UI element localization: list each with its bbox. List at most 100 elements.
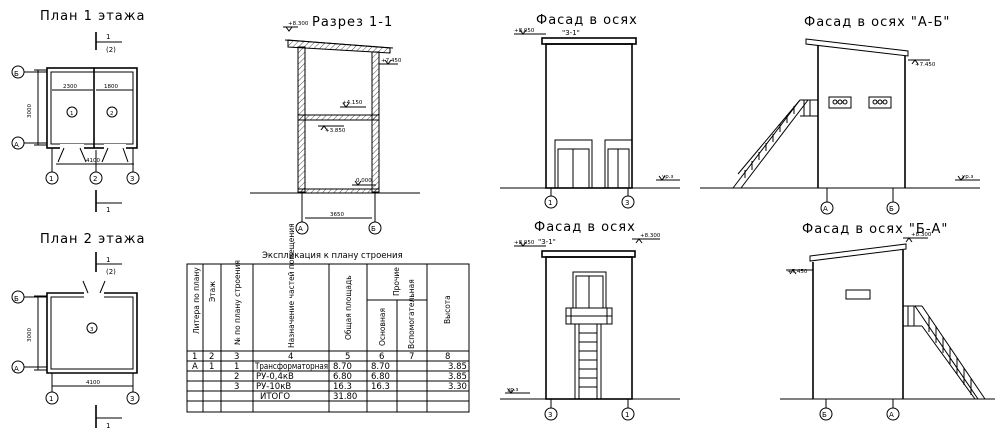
table-header-prochie: Прочие (392, 267, 401, 296)
facade1-axis-1: 1 (548, 199, 552, 207)
plan2-axis-b: Б (14, 295, 19, 303)
facade3-axis-1: 1 (625, 411, 629, 419)
section-level-floor2: +4.150 (342, 100, 363, 106)
section-1-1: Разрез 1-1 +8.300 +7.450 +4.150 +3.850 0… (250, 15, 420, 235)
table-header-nomer: № по плану строения (233, 260, 242, 345)
table-header-etazh: Этаж (208, 281, 217, 302)
table-header-obshaya: Общая площадь (344, 275, 353, 340)
table-header-osnovnaya: Основная (378, 308, 387, 346)
facade3-level-ground: ур.з (507, 387, 518, 393)
plan2-axis-1: 1 (49, 395, 53, 403)
table-r2-c4: РУ-0,4кВ (256, 372, 294, 382)
facade1-subtitle: "3-1" (562, 29, 580, 37)
facade4-axis-a: А (889, 411, 894, 419)
section-title: Разрез 1-1 (312, 15, 393, 30)
plan-floor2: План 2 этажа 1 (2) 3 3000 4100 Б А 1 3 1 (11, 232, 145, 430)
table-colnum-3: 3 (234, 352, 239, 362)
plan1-room1-label: 1 (70, 111, 74, 117)
facade4-title: Фасад в осях "Б-А" (802, 222, 948, 237)
table-r2-c6: 6.80 (371, 372, 390, 382)
plan1-axis-3: 3 (130, 175, 134, 183)
plan-floor1: План 1 этажа 1 (2) 2300 1800 1 2 3000 (11, 9, 145, 214)
facade3-axis-3: 3 (548, 411, 552, 419)
table-r1-c4: Трансформаторная (254, 362, 328, 372)
plan1-dim-room1: 2300 (63, 84, 77, 90)
plan1-dim-room2: 1800 (104, 84, 118, 90)
table-header-naznach: Назначение частей помещения (287, 223, 296, 348)
section-level-ground: 0.000 (356, 178, 372, 184)
facade-3-1-bottom: Фасад в осях "3-1" +8.050 +8.300 ур.з (500, 220, 680, 421)
table-colnum-8: 8 (445, 352, 450, 362)
facade1-title: Фасад в осях (536, 13, 638, 28)
table-colnum-1: 1 (192, 352, 197, 362)
table-r1-c6: 8.70 (371, 362, 390, 372)
plan1-axis-1: 1 (49, 175, 53, 183)
facade-3-1-top: Фасад в осях "3-1" +8.050 ур.з 1 3 (500, 13, 680, 209)
section-level-beam: +3.850 (325, 128, 346, 134)
plan2-cut-number-bottom: 1 (106, 422, 110, 430)
section-level-eave: +7.450 (381, 58, 402, 64)
plan2-dim-total: 4100 (86, 380, 100, 386)
table-header-vspom: Вспомогательная (407, 279, 416, 349)
plan1-cut-sheet-top: (2) (106, 46, 116, 54)
plan2-dim-left: 3000 (27, 328, 33, 342)
facade3-level-right: +8.300 (640, 233, 661, 239)
table-r1-c5: 8.70 (333, 362, 352, 372)
facade2-axis-a: А (823, 205, 828, 213)
section-axis-a: А (298, 225, 303, 233)
table-colnum-4: 4 (288, 352, 293, 362)
section-dim-width: 3650 (330, 212, 344, 218)
plan2-cut-number-top: 1 (106, 256, 110, 264)
facade-b-a-bottom: Фасад в осях "Б-А" +7.450 +8.300 Б А (780, 222, 995, 421)
table-r3-c4: РУ-10кВ (256, 382, 291, 392)
table-r4-c5: 31.80 (333, 392, 357, 402)
plan2-title: План 2 этажа (40, 232, 145, 247)
facade1-level-ground: ур.з (662, 174, 673, 180)
facade2-level-ground: ур.з (962, 174, 973, 180)
table-colnum-6: 6 (379, 352, 384, 362)
table-colnum-7: 7 (409, 352, 414, 362)
plan1-title: План 1 этажа (40, 9, 145, 24)
table-r2-c5: 6.80 (333, 372, 352, 382)
facade4-level-right: +8.300 (911, 232, 932, 238)
section-level-top: +8.300 (288, 21, 309, 27)
facade2-title: Фасад в осях "А-Б" (804, 15, 950, 30)
facade3-level-left: +8.050 (514, 240, 535, 246)
table-r3-c3: 3 (234, 382, 239, 392)
section-axis-b: Б (371, 225, 376, 233)
table-r3-c5: 16.3 (333, 382, 352, 392)
plan1-axis-a: А (14, 141, 19, 149)
facade2-axis-b: Б (889, 205, 894, 213)
table-r3-c8: 3.30 (448, 382, 467, 392)
table-colnum-2: 2 (209, 352, 214, 362)
table-r1-c2: 1 (209, 362, 214, 372)
plan1-axis-2: 2 (93, 175, 97, 183)
facade-a-b-top: Фасад в осях "А-Б" +7.450 ур.з А (700, 15, 980, 215)
table-r1-c8: 3.85 (448, 362, 467, 372)
facade3-subtitle: "3-1" (538, 238, 556, 246)
facade4-level-left: +7.450 (787, 269, 808, 275)
plan1-cut-number-top: 1 (106, 33, 110, 41)
plan2-axis-a: А (14, 365, 19, 373)
table-r2-c3: 2 (234, 372, 239, 382)
plan1-axis-b: Б (14, 70, 19, 78)
table-header-vysota: Высота (443, 295, 452, 324)
table-r1-c3: 1 (234, 362, 239, 372)
table-r4-c4: ИТОГО (260, 392, 290, 402)
table-header-litera: Литера по плану (192, 267, 201, 334)
table-r1-c1: А (192, 362, 198, 372)
plan2-axis-3: 3 (130, 395, 134, 403)
plan1-cut-number-bottom: 1 (106, 206, 110, 214)
table-r2-c8: 3.85 (448, 372, 467, 382)
plan1-room2-label: 2 (110, 111, 114, 117)
facade2-level-eave: +7.450 (915, 62, 936, 68)
table-title: Экспликация к плану строения (262, 251, 403, 261)
facade3-title: Фасад в осях (534, 220, 636, 235)
plan1-dim-total: 4100 (86, 158, 100, 164)
explication-table: Экспликация к плану строения Литера по п… (186, 223, 470, 413)
facade4-axis-b: Б (822, 411, 827, 419)
facade1-axis-3: 3 (625, 199, 629, 207)
plan1-dim-left: 3000 (27, 104, 33, 118)
table-colnum-5: 5 (345, 352, 350, 362)
